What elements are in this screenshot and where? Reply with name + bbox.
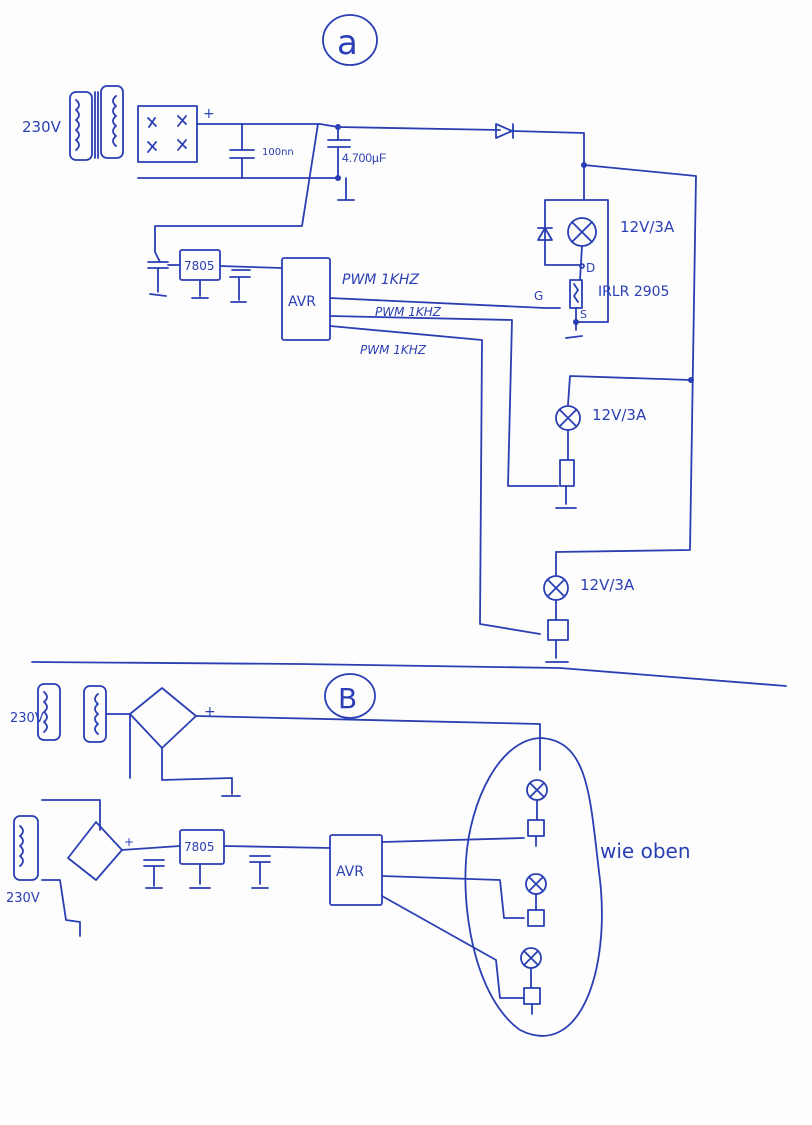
avr-b — [329, 834, 383, 906]
section-a-circle — [322, 14, 378, 66]
big-capacitor-a — [327, 126, 355, 201]
input-voltage-a: 230V — [22, 118, 62, 136]
avr-label-a: AVR — [288, 294, 316, 310]
load-group-outline-b — [464, 737, 603, 1037]
bridge-b-bottom — [67, 821, 123, 881]
pwm2-line-a — [329, 315, 559, 487]
lamp3-label-a: 12V/3A — [580, 576, 635, 594]
freewheel-diode-a — [537, 227, 553, 241]
pwm-lines-b — [381, 837, 525, 999]
regulator-b — [179, 829, 225, 865]
source-label-a: S — [580, 308, 587, 321]
section-a: a 230V + 100nn 4.700µF — [22, 14, 697, 663]
bridge-b-top — [129, 687, 197, 749]
transformer-b-bottom — [13, 799, 101, 937]
regulator-label-b: 7805 — [184, 840, 215, 854]
mosfet1-icon-b — [527, 819, 545, 837]
section-b-label: B — [338, 682, 357, 715]
note-b: wie oben — [600, 839, 691, 863]
pwm3-label-a: PWM 1KHZ — [360, 343, 427, 357]
reg-input-cap-b — [121, 845, 181, 889]
input-voltage-b-top: 230V — [10, 711, 44, 726]
mosfet2-icon-b — [527, 909, 545, 927]
top-supply-rails-b — [161, 715, 541, 797]
pwm2-label-a: PWM 1KHZ — [375, 305, 442, 319]
bridge-plus-b-bottom: + — [124, 835, 134, 849]
big-cap-label-a: 4.700µF — [342, 151, 386, 165]
channel1-a — [537, 164, 609, 339]
bridge-plus-a: + — [203, 106, 215, 122]
mosfet3-icon-b — [523, 987, 541, 1005]
transformer-a — [69, 85, 124, 161]
pwm1-line-a — [329, 297, 561, 309]
mosfet2-icon-a — [559, 459, 575, 487]
positive-rail-a — [196, 123, 501, 131]
avr-a — [281, 257, 331, 341]
section-b-circle — [324, 673, 376, 719]
section-a-label: a — [337, 23, 358, 63]
input-voltage-b-bottom: 230V — [6, 891, 40, 906]
mosfet3-icon-a — [547, 619, 569, 641]
transformer-b-top — [37, 683, 131, 779]
regulator-label-a: 7805 — [184, 259, 215, 273]
reg-input-cap-a — [147, 261, 169, 297]
channel2-a — [555, 375, 692, 509]
load-rail-a — [512, 130, 697, 553]
pwm3-line-a — [329, 325, 541, 635]
small-capacitor-a — [229, 123, 255, 179]
section-b: B 230V + 230V + 7805 AVR — [6, 673, 691, 1037]
pwm1-label-a: PWM 1KHZ — [342, 272, 419, 288]
bridge-plus-b-top: + — [204, 704, 216, 720]
bridge-rectifier-a — [137, 105, 198, 163]
channel3-a — [543, 551, 569, 663]
reg-output-cap-b — [223, 845, 331, 889]
small-cap-label-a: 100nn — [262, 147, 294, 158]
load-channels-b — [520, 779, 548, 1015]
reg-output-cap-a — [219, 265, 283, 303]
section-divider — [31, 661, 787, 687]
lamp2-label-a: 12V/3A — [592, 406, 647, 424]
drain-label-a: D — [586, 261, 595, 275]
avr-label-b: AVR — [336, 864, 364, 880]
lamp1-label-a: 12V/3A — [620, 218, 675, 236]
reg-feed-a — [154, 123, 319, 263]
series-diode-a — [495, 123, 514, 139]
gate-label-a: G — [534, 289, 543, 303]
mosfet-label-a: IRLR 2905 — [598, 284, 669, 300]
